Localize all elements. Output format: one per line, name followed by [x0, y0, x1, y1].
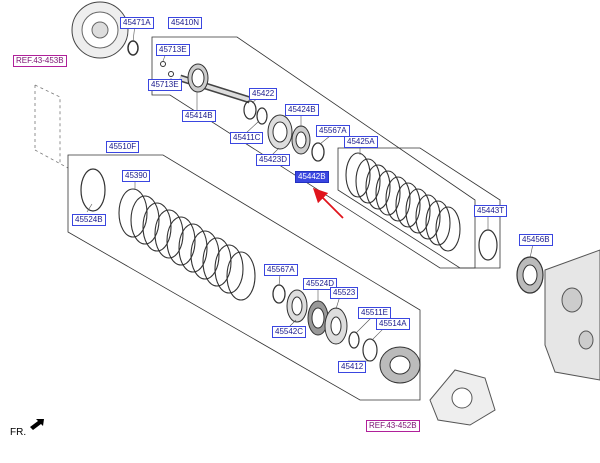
part-label-45412[interactable]: 45412 — [338, 361, 367, 373]
part-label-45423D[interactable]: 45423D — [256, 154, 291, 166]
hub-45412 — [379, 346, 421, 384]
part-label-45713E-a[interactable]: 45713E — [156, 44, 190, 56]
ring-45511E — [348, 331, 360, 349]
part-label-45411C[interactable]: 45411C — [230, 132, 264, 144]
front-label: FR. — [10, 427, 27, 438]
part-label-45524D[interactable]: 45524D — [303, 278, 338, 290]
ring-45514A — [362, 338, 378, 362]
part-label-45410N[interactable]: 45410N — [168, 17, 203, 29]
part-label-45514A[interactable]: 45514A — [376, 318, 410, 330]
part-label-45523[interactable]: 45523 — [330, 287, 359, 299]
part-label-45424B[interactable]: 45424B — [285, 104, 319, 116]
highlight-arrow — [312, 187, 344, 219]
washer-45411C — [256, 107, 268, 125]
part-label-45542C[interactable]: 45542C — [272, 326, 307, 338]
ref-label-top[interactable]: REF.43-453B — [13, 55, 67, 67]
snap-ring-45443T — [478, 229, 498, 261]
part-label-45511E[interactable]: 45511E — [358, 307, 391, 319]
part-label-45510F[interactable]: 45510F — [106, 141, 140, 153]
cover-assembly-bottom — [429, 369, 496, 426]
part-label-45567A-lower[interactable]: 45567A — [264, 264, 298, 276]
gear-45456B — [516, 256, 544, 294]
part-label-45425A[interactable]: 45425A — [344, 136, 378, 148]
upper-group-outline — [151, 36, 476, 269]
disc-45523 — [324, 307, 348, 345]
snap-ring-45471A — [127, 40, 139, 56]
part-label-45456B[interactable]: 45456B — [519, 234, 553, 246]
dashed-guide-lines — [34, 84, 69, 169]
ring-45567A-lower — [272, 284, 286, 304]
bearing-45424B — [291, 125, 311, 155]
drum-assembly-top — [71, 1, 129, 59]
part-label-45414B[interactable]: 45414B — [182, 110, 216, 122]
part-label-45422[interactable]: 45422 — [249, 88, 278, 100]
clutch-pack-45390 — [118, 188, 256, 301]
upper-right-group-outline — [337, 147, 501, 269]
part-label-45442B-selected[interactable]: 45442B — [295, 171, 329, 183]
ring-45567A-upper — [311, 142, 325, 162]
lower-group-outline — [67, 154, 421, 401]
snap-ring-45524B — [80, 168, 106, 212]
ball-45713E-b — [168, 71, 174, 77]
part-label-45567A-upper[interactable]: 45567A — [316, 125, 350, 137]
part-label-45713E-b[interactable]: 45713E — [148, 79, 182, 91]
washer-45422 — [243, 100, 257, 120]
ball-45713E-a — [160, 61, 166, 67]
part-label-45524B[interactable]: 45524B — [72, 214, 106, 226]
shaft-45414B — [178, 63, 252, 104]
transmission-housing — [544, 249, 600, 381]
front-direction-icon — [30, 419, 44, 430]
bearing-45542C — [286, 289, 308, 323]
clutch-pack-45425A — [345, 152, 461, 252]
part-label-45471A[interactable]: 45471A — [120, 17, 154, 29]
part-label-45443T[interactable]: 45443T — [474, 205, 508, 217]
part-label-45390[interactable]: 45390 — [122, 170, 151, 182]
ref-label-bottom[interactable]: REF.43-452B — [366, 420, 420, 432]
bearing-45423D — [267, 114, 293, 150]
